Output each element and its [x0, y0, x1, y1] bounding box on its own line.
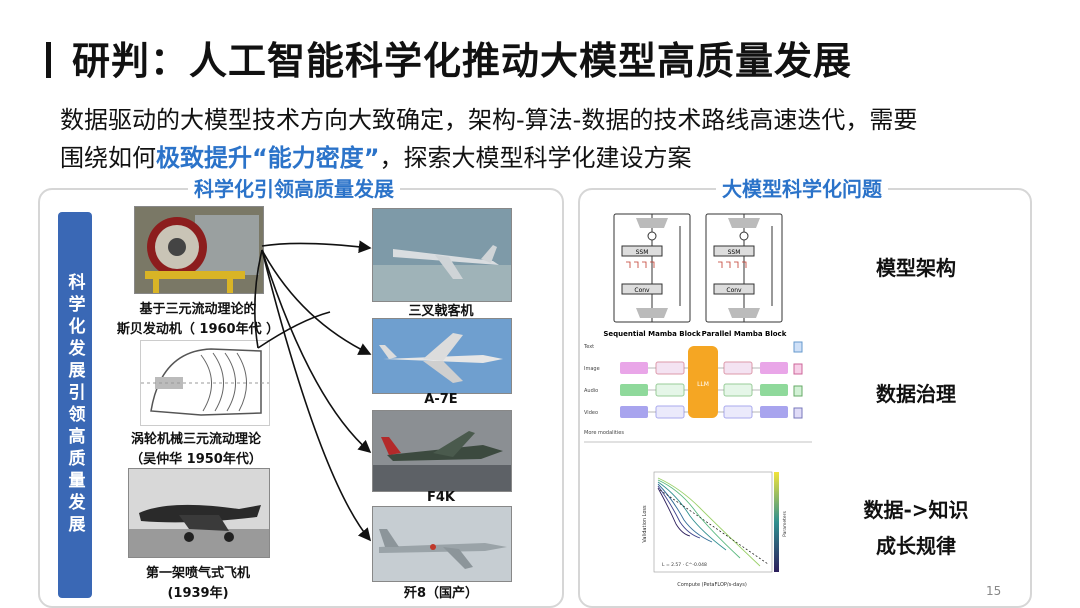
first-jet-image: [128, 468, 270, 558]
mm-row-video: Video: [584, 410, 598, 416]
mamba-conv-right: Conv: [726, 287, 742, 294]
scaling-ylabel: Validation Loss: [642, 505, 648, 543]
arrow-to-a7e: [261, 249, 372, 355]
aircraft-1-caption: 三叉戟客机: [408, 304, 474, 319]
side-label: 科学化发展引领高质量发展: [64, 273, 85, 537]
engine-3-caption-1: 第一架喷气式飞机: [145, 566, 250, 581]
engine-1-caption-1: 基于三元流动理论的: [139, 302, 257, 317]
engine-1-caption-2: 斯贝发动机（ 1960年代 ）: [116, 322, 280, 337]
mm-row-image: Image: [584, 366, 600, 372]
label-data-governance: 数据治理: [876, 382, 956, 406]
page-number: 15: [986, 584, 1002, 598]
engine-3-caption-2: (1939年): [167, 586, 229, 601]
scaling-cbar-label: Parameters: [782, 510, 788, 536]
aircraft-2-caption: A-7E: [424, 392, 458, 407]
turbomachinery-drawing: [140, 340, 270, 426]
page-title: 研判：人工智能科学化推动大模型高质量发展: [72, 39, 853, 83]
title-accent-bar: [46, 42, 51, 78]
side-label-bar: 科学化发展引领高质量发展: [58, 212, 92, 598]
engine-2-caption-2: （吴仲华 1950年代）: [130, 452, 262, 467]
label-data-to-knowledge: 数据->知识: [863, 498, 969, 522]
mm-row-audio: Audio: [584, 388, 598, 394]
mamba-block-diagram: SSM SSM Conv Conv Sequential Mamba Block…: [603, 213, 787, 338]
label-growth-law: 成长规律: [876, 534, 956, 558]
a7e-image: [372, 318, 512, 394]
right-panel-title: 大模型科学化问题: [716, 173, 888, 202]
engine-2-caption-1: 涡轮机械三元流动理论: [130, 432, 261, 447]
mm-center-label: LLM: [697, 381, 709, 388]
mamba-conv-left: Conv: [634, 287, 650, 294]
subtitle-line-1: 数据驱动的大模型技术方向大致确定，架构-算法-数据的技术路线高速迭代，需要: [60, 106, 918, 134]
mm-row-text: Text: [583, 344, 594, 350]
arrow-to-trident: [261, 240, 372, 254]
mamba-label-left: Sequential Mamba Block: [603, 330, 701, 338]
left-panel-title: 科学化引领高质量发展: [188, 173, 400, 202]
subtitle-post: ，探索大模型科学化建设方案: [379, 144, 692, 172]
aircraft-4-caption: 歼8（国产）: [403, 586, 479, 601]
arrow-to-f4k: [261, 249, 372, 454]
mamba-ssm-left: SSM: [636, 249, 649, 256]
scaling-xlabel: Compute (PetaFLOP/s-days): [677, 582, 747, 588]
mm-row-more: More modalities: [584, 430, 624, 436]
subtitle-highlight: 极致提升“能力密度”: [156, 144, 380, 172]
scaling-law-chart: L = 2.57 · C^-0.048 Compute (PetaFLOP/s-…: [642, 471, 788, 588]
j8-image: [372, 506, 512, 582]
subtitle-pre: 围绕如何: [60, 144, 156, 172]
arrow-to-j8: [261, 249, 372, 542]
trident-airliner-image: [372, 208, 512, 302]
mamba-label-right: Parallel Mamba Block: [702, 330, 787, 338]
subtitle-line-2: 围绕如何极致提升“能力密度”，探索大模型科学化建设方案: [60, 138, 692, 173]
scaling-formula: L = 2.57 · C^-0.048: [662, 562, 707, 568]
arrow-down-1: [254, 249, 263, 349]
aircraft-3-caption: F4K: [427, 490, 455, 505]
mamba-ssm-right: SSM: [728, 249, 741, 256]
spey-engine-image: [134, 206, 264, 294]
multimodal-pipeline-diagram: Text Image Audio Video More modalities L…: [583, 341, 812, 443]
label-model-architecture: 模型架构: [876, 256, 956, 280]
f4k-image: [372, 410, 512, 492]
